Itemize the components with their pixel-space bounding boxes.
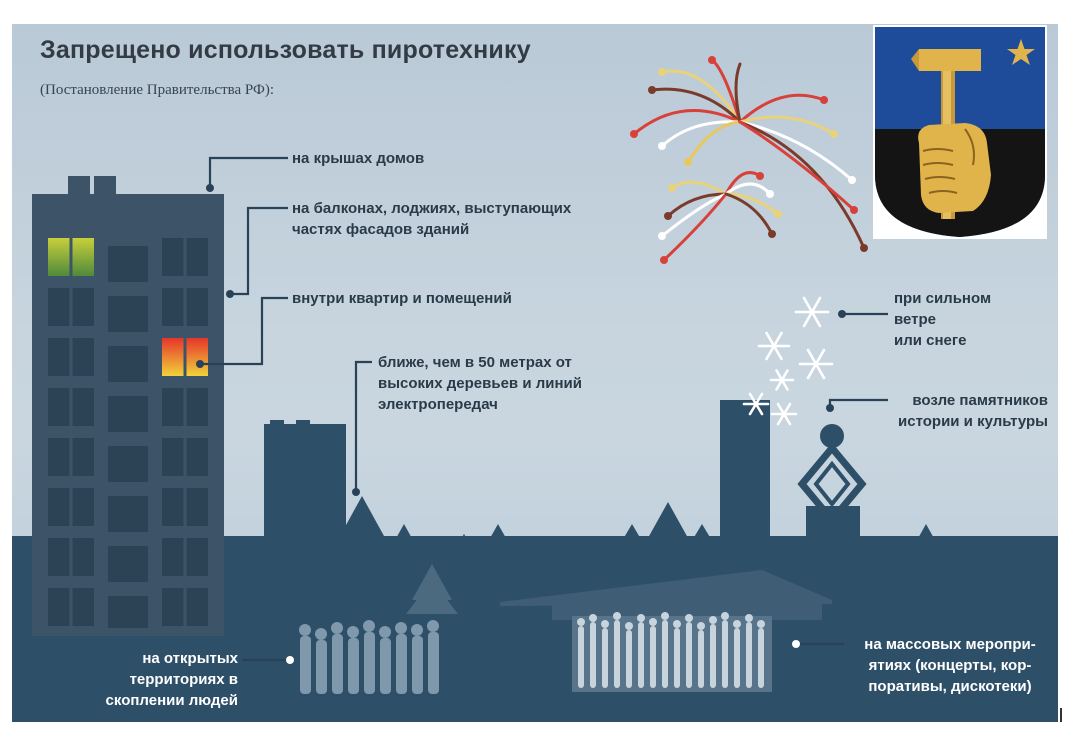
- label-events-line-3: поративы, дискотеки): [868, 678, 1032, 695]
- label-trees: ближе, чем в 50 метрах от высоких деревь…: [378, 352, 582, 415]
- page-subtitle: (Постановление Правительства РФ):: [40, 82, 275, 98]
- crowd-standing: [299, 620, 439, 694]
- label-inside: внутри квартир и помещений: [292, 288, 512, 309]
- snowflake-icon: [742, 296, 834, 426]
- label-events-line-2: ятиях (концерты, кор-: [868, 657, 1032, 674]
- label-events-line-1: на массовых меропри-: [864, 636, 1036, 653]
- crowd-dancing: [577, 612, 765, 688]
- label-balconies-line-1: на балконах, лоджиях, выступающих: [292, 200, 572, 217]
- label-monuments-line-1: возле памятников: [912, 392, 1048, 409]
- label-monuments-line-2: истории и культуры: [898, 413, 1048, 430]
- label-trees-line-3: электропередач: [378, 396, 498, 413]
- label-open-line-2: территориях в: [129, 671, 238, 688]
- label-balconies-line-2: частях фасадов зданий: [292, 221, 470, 238]
- label-monuments: возле памятников истории и культуры: [868, 390, 1048, 432]
- label-wind: при сильном ветре или снеге: [894, 288, 991, 351]
- callout-dots: [196, 184, 846, 664]
- fireworks-icon: [630, 56, 868, 264]
- light-tree: [406, 564, 458, 614]
- callout-lines: [200, 156, 888, 662]
- label-trees-line-2: высоких деревьев и линий: [378, 375, 582, 392]
- city-scene: [12, 56, 1058, 722]
- apartment-building: [32, 176, 224, 636]
- label-roofs-text: на крышах домов: [292, 150, 425, 167]
- label-wind-line-2: ветре: [894, 311, 937, 328]
- label-open-line-1: на открытых: [142, 650, 238, 667]
- monument-icon: [797, 424, 867, 526]
- label-wind-line-1: при сильном: [894, 290, 992, 307]
- page-title: Запрещено использовать пиротехнику: [40, 36, 531, 64]
- edge-marker: [1060, 708, 1062, 722]
- label-balconies: на балконах, лоджиях, выступающих частях…: [292, 198, 571, 240]
- trees: [334, 496, 988, 586]
- lit-window-green: [48, 238, 94, 276]
- lit-window-fire: [162, 338, 208, 376]
- coat-of-arms-hammer-fist-icon: [873, 25, 1047, 239]
- label-mass-events: на массовых меропри- ятиях (концерты, ко…: [850, 634, 1050, 697]
- label-open-line-3: скоплении людей: [105, 692, 238, 709]
- label-trees-line-1: ближе, чем в 50 метрах от: [378, 354, 572, 371]
- label-inside-text: внутри квартир и помещений: [292, 290, 512, 307]
- label-wind-line-3: или снеге: [894, 332, 967, 349]
- label-open-territories: на открытых территориях в скоплении люде…: [88, 648, 238, 711]
- label-roofs: на крышах домов: [292, 148, 424, 169]
